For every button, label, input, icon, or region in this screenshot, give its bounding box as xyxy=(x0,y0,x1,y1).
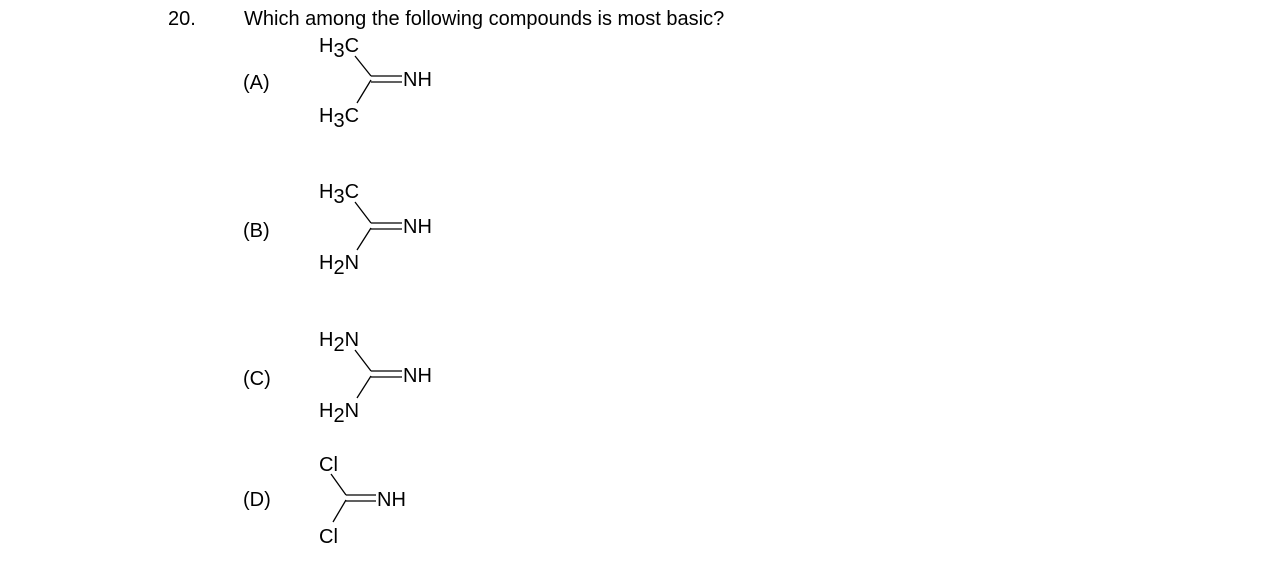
structure-c-bond-bottom xyxy=(356,375,372,399)
structure-d-nh: NH xyxy=(377,489,406,511)
structure-c: H2N NH H2N xyxy=(319,329,432,427)
structure-a-bond-bottom xyxy=(356,79,372,104)
structure-a-top-group: H3C xyxy=(319,35,359,62)
option-a-label: (A) xyxy=(243,72,270,94)
structure-b-bond-bottom xyxy=(356,227,372,251)
structure-a-bottom-group: H3C xyxy=(319,105,359,132)
structure-a-bond-top xyxy=(354,55,372,77)
structure-b-bond-top xyxy=(354,201,372,224)
option-b-label: (B) xyxy=(243,220,270,242)
question-text: Which among the following compounds is m… xyxy=(244,8,725,30)
option-c-label: (C) xyxy=(243,368,271,390)
structure-c-bottom-group: H2N xyxy=(319,400,359,427)
question-number: 20. xyxy=(168,8,196,30)
structure-c-top-group: H2N xyxy=(319,329,359,356)
option-d-label: (D) xyxy=(243,489,271,511)
structure-b-nh: NH xyxy=(403,216,432,238)
structure-b-top-group: H3C xyxy=(319,181,359,208)
structure-d-top-group: Cl xyxy=(319,454,338,476)
structure-b: H3C NH H2N xyxy=(319,181,432,279)
structure-c-bond-top xyxy=(354,349,372,372)
structure-d-bond-top xyxy=(330,473,347,496)
structure-b-bottom-group: H2N xyxy=(319,252,359,279)
structure-a: H3C NH H3C xyxy=(319,35,432,132)
structure-c-nh: NH xyxy=(403,365,432,387)
structure-d-bottom-group: Cl xyxy=(319,526,338,548)
structure-a-nh: NH xyxy=(403,69,432,91)
structure-d: Cl NH Cl xyxy=(319,454,406,548)
structure-d-bond-bottom xyxy=(332,499,347,523)
